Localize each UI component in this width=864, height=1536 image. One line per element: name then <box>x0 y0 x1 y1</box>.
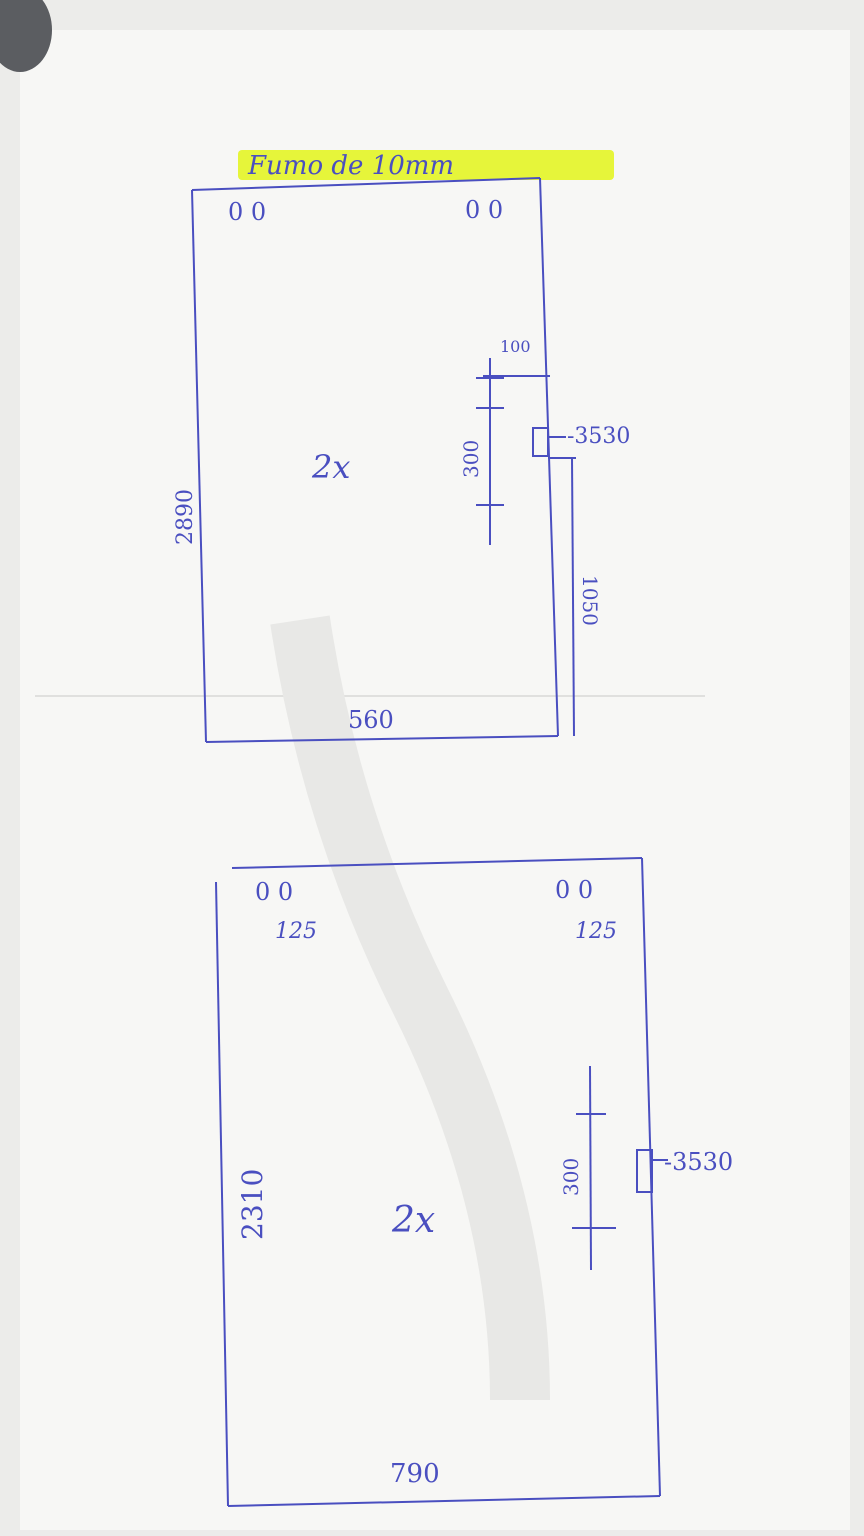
hinge-marks-bottom-right: 0 0 <box>555 876 593 904</box>
panel-bottom-edge-top <box>231 857 643 869</box>
title-highlight <box>238 150 614 180</box>
title-text: Fumo de 10mm <box>247 151 454 181</box>
corner-shadow <box>0 0 52 72</box>
hinge-marks-bottom-left: 0 0 <box>255 878 293 906</box>
hinge-offset-left-label: 125 <box>275 919 317 944</box>
panel-bottom-edge-bottom <box>227 1495 661 1507</box>
panel-top-edge-bottom <box>205 735 559 743</box>
hinge-marks-top-left: 0 0 <box>228 198 266 226</box>
paper-sheet <box>20 30 850 1530</box>
lock-height-label: 1050 <box>578 575 602 626</box>
panel-bottom-edge-left <box>215 881 229 1507</box>
panel-top-width-label: 560 <box>348 706 394 734</box>
handle-length-label-bottom: 300 <box>559 1158 583 1196</box>
panel-top-height-label: 2890 <box>173 489 198 545</box>
panel-top-edge-left <box>191 189 207 743</box>
lock-ref-label-top: -3530 <box>567 424 630 449</box>
fold-line <box>35 695 705 697</box>
panel-bottom-height-label: 2310 <box>236 1169 269 1240</box>
panel-bottom <box>215 857 668 1507</box>
lock-box-top <box>532 427 549 457</box>
panel-bottom-multiplier: 2x <box>391 1200 435 1241</box>
panel-top-edge-top <box>191 177 541 191</box>
shadow-streak <box>270 615 550 1401</box>
panel-top-multiplier: 2x <box>311 448 350 486</box>
handle-bar-bottom <box>589 1065 592 1271</box>
hinge-marks-top-right: 0 0 <box>465 196 503 224</box>
handle-length-label-top: 300 <box>459 440 483 478</box>
panel-bottom-width-label: 790 <box>390 1459 440 1489</box>
hinge-offset-right-label: 125 <box>575 919 617 944</box>
panel-top <box>191 177 576 743</box>
lock-height-line <box>571 457 575 737</box>
lock-box-bottom <box>636 1149 653 1193</box>
handle-offset-label: 100 <box>500 337 531 356</box>
lock-ref-label-bottom: -3530 <box>664 1148 733 1176</box>
